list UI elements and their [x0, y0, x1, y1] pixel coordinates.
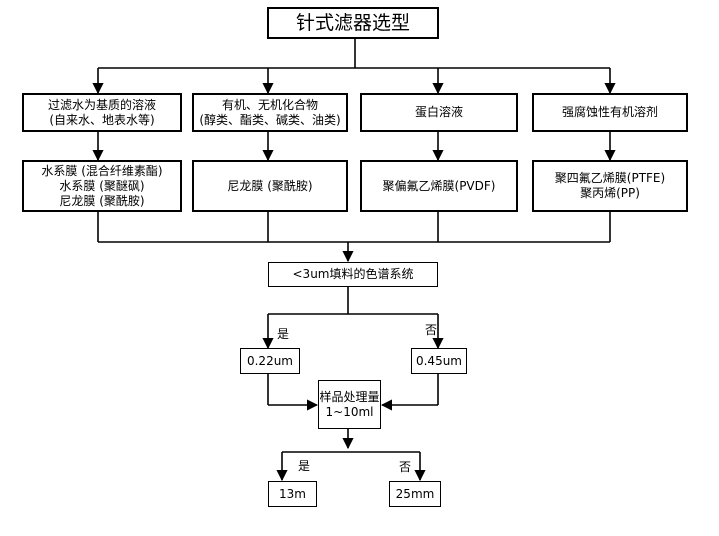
membrane-line: 水系膜 (聚醚砜) [59, 178, 145, 193]
volume-question-line: 样品处理量 [319, 389, 380, 404]
pore-question-box: <3um填料的色谱系统 [268, 262, 438, 287]
category-line: 过滤水为基质的溶液 [47, 97, 156, 112]
category-aqueous: 过滤水为基质的溶液 (自来水、地表水等) [22, 93, 182, 132]
size-13-text: 13m [279, 486, 306, 501]
size-25-box: 25mm [389, 481, 441, 507]
membrane-line: 聚四氟乙烯膜(PTFE) [554, 171, 666, 185]
pore-022-box: 0.22um [240, 348, 300, 374]
volume-question-box: 样品处理量 1~10ml [318, 380, 381, 429]
size-25-text: 25mm [395, 486, 435, 501]
membrane-protein: 聚偏氟乙烯膜(PVDF) [360, 160, 518, 212]
pore-question-text: <3um填料的色谱系统 [292, 267, 414, 281]
size-13-box: 13m [268, 481, 317, 507]
category-protein: 蛋白溶液 [360, 93, 518, 132]
volume-question-line: 1~10ml [325, 404, 374, 419]
yes-label-size: 是 [298, 459, 311, 473]
membrane-aqueous: 水系膜 (混合纤维素酯) 水系膜 (聚醚砜) 尼龙膜 (聚酰胺) [22, 160, 182, 212]
category-line: (醇类、酯类、碱类、油类) [199, 112, 341, 127]
title-text: 针式滤器选型 [295, 11, 410, 34]
no-label: 否 [425, 323, 438, 337]
category-line: 强腐蚀性有机溶剂 [561, 105, 658, 119]
yes-label: 是 [277, 327, 290, 341]
pore-045-text: 0.45um [415, 353, 462, 368]
category-organic: 有机、无机化合物 (醇类、酯类、碱类、油类) [192, 93, 348, 132]
membrane-line: 尼龙膜 (聚酰胺) [59, 193, 145, 208]
membrane-line: 聚丙烯(PP) [580, 186, 640, 200]
pore-045-box: 0.45um [411, 348, 467, 374]
membrane-corrosive: 聚四氟乙烯膜(PTFE) 聚丙烯(PP) [532, 160, 688, 212]
no-label-size: 否 [399, 460, 412, 474]
membrane-organic: 尼龙膜 (聚酰胺) [192, 160, 348, 212]
membrane-line: 尼龙膜 (聚酰胺) [227, 178, 313, 193]
membrane-line: 聚偏氟乙烯膜(PVDF) [382, 178, 496, 193]
pore-022-text: 0.22um [246, 353, 293, 368]
category-line: 蛋白溶液 [414, 105, 463, 119]
category-line: 有机、无机化合物 [221, 97, 318, 112]
category-corrosive-solvent: 强腐蚀性有机溶剂 [532, 93, 688, 132]
membrane-line: 水系膜 (混合纤维素酯) [41, 163, 163, 178]
category-line: (自来水、地表水等) [49, 112, 155, 127]
title-box: 针式滤器选型 [267, 7, 439, 39]
